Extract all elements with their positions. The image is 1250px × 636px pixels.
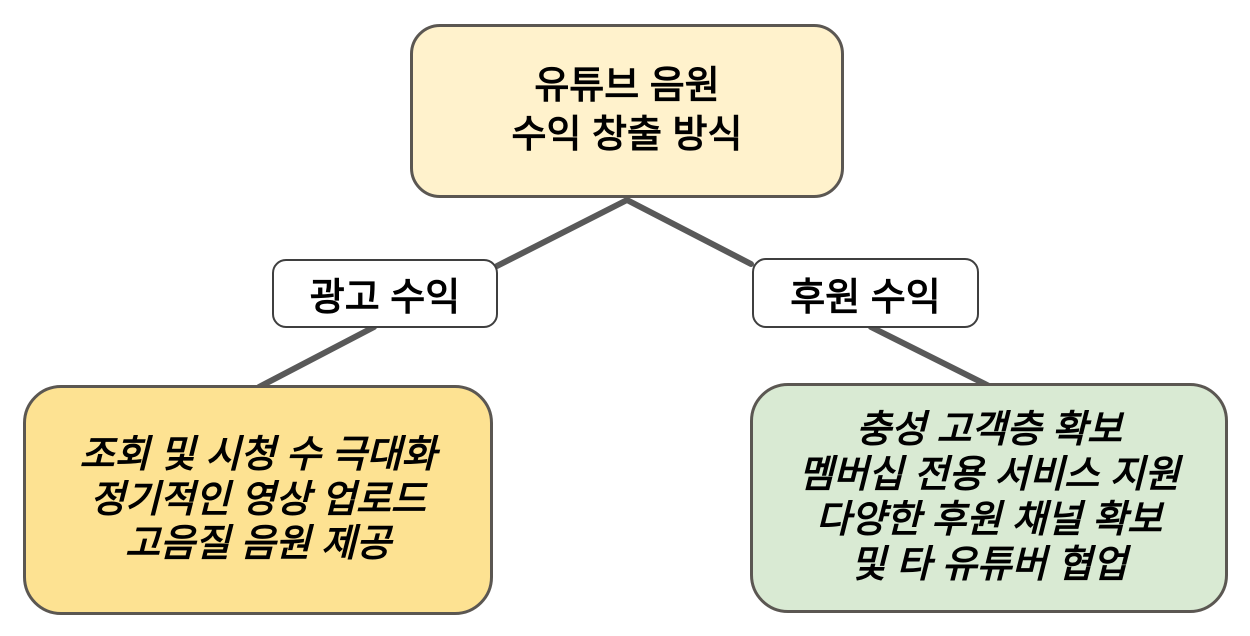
leaf-donation-line-2: 멤버십 전용 서비스 지원 bbox=[798, 454, 1180, 497]
leaf-node-donation-strategies: 충성 고객층 확보 멤버십 전용 서비스 지원 다양한 후원 채널 확보 및 타… bbox=[750, 383, 1228, 613]
branch-node-ad-revenue: 광고 수익 bbox=[272, 259, 498, 328]
leaf-ad-line-2: 정기적인 영상 업로드 bbox=[90, 478, 426, 521]
branch-node-donation-revenue: 후원 수익 bbox=[752, 258, 979, 328]
leaf-node-donation-strategies-label: 충성 고객층 확보 멤버십 전용 서비스 지원 다양한 후원 채널 확보 및 타… bbox=[798, 408, 1179, 587]
leaf-node-ad-strategies-label: 조회 및 시청 수 극대화 정기적인 영상 업로드 고음질 음원 제공 bbox=[80, 433, 437, 567]
leaf-node-ad-strategies: 조회 및 시청 수 극대화 정기적인 영상 업로드 고음질 음원 제공 bbox=[23, 385, 493, 615]
edge-ad-branch-to-leaf bbox=[256, 324, 377, 390]
leaf-ad-line-3: 고음질 음원 제공 bbox=[125, 523, 391, 566]
root-node-line-1: 유튜브 음원 bbox=[534, 65, 720, 108]
leaf-ad-line-1: 조회 및 시청 수 극대화 bbox=[79, 433, 437, 476]
branch-node-donation-revenue-label: 후원 수익 bbox=[790, 276, 941, 319]
root-node-line-2: 수익 창출 방식 bbox=[511, 114, 743, 156]
root-node-youtube-revenue: 유튜브 음원 수익 창출 방식 bbox=[410, 24, 844, 198]
root-node-label: 유튜브 음원 수익 창출 방식 bbox=[512, 62, 743, 159]
leaf-donation-line-3: 다양한 후원 채널 확보 bbox=[815, 499, 1163, 541]
edge-root-to-ad-branch bbox=[494, 197, 630, 269]
edge-root-to-donation-branch bbox=[624, 197, 754, 267]
leaf-donation-line-4: 및 타 유튜버 협업 bbox=[850, 543, 1128, 586]
edge-donation-branch-to-leaf bbox=[868, 324, 992, 389]
leaf-donation-line-1: 충성 고객층 확보 bbox=[856, 409, 1122, 452]
branch-node-ad-revenue-label: 광고 수익 bbox=[309, 277, 461, 319]
